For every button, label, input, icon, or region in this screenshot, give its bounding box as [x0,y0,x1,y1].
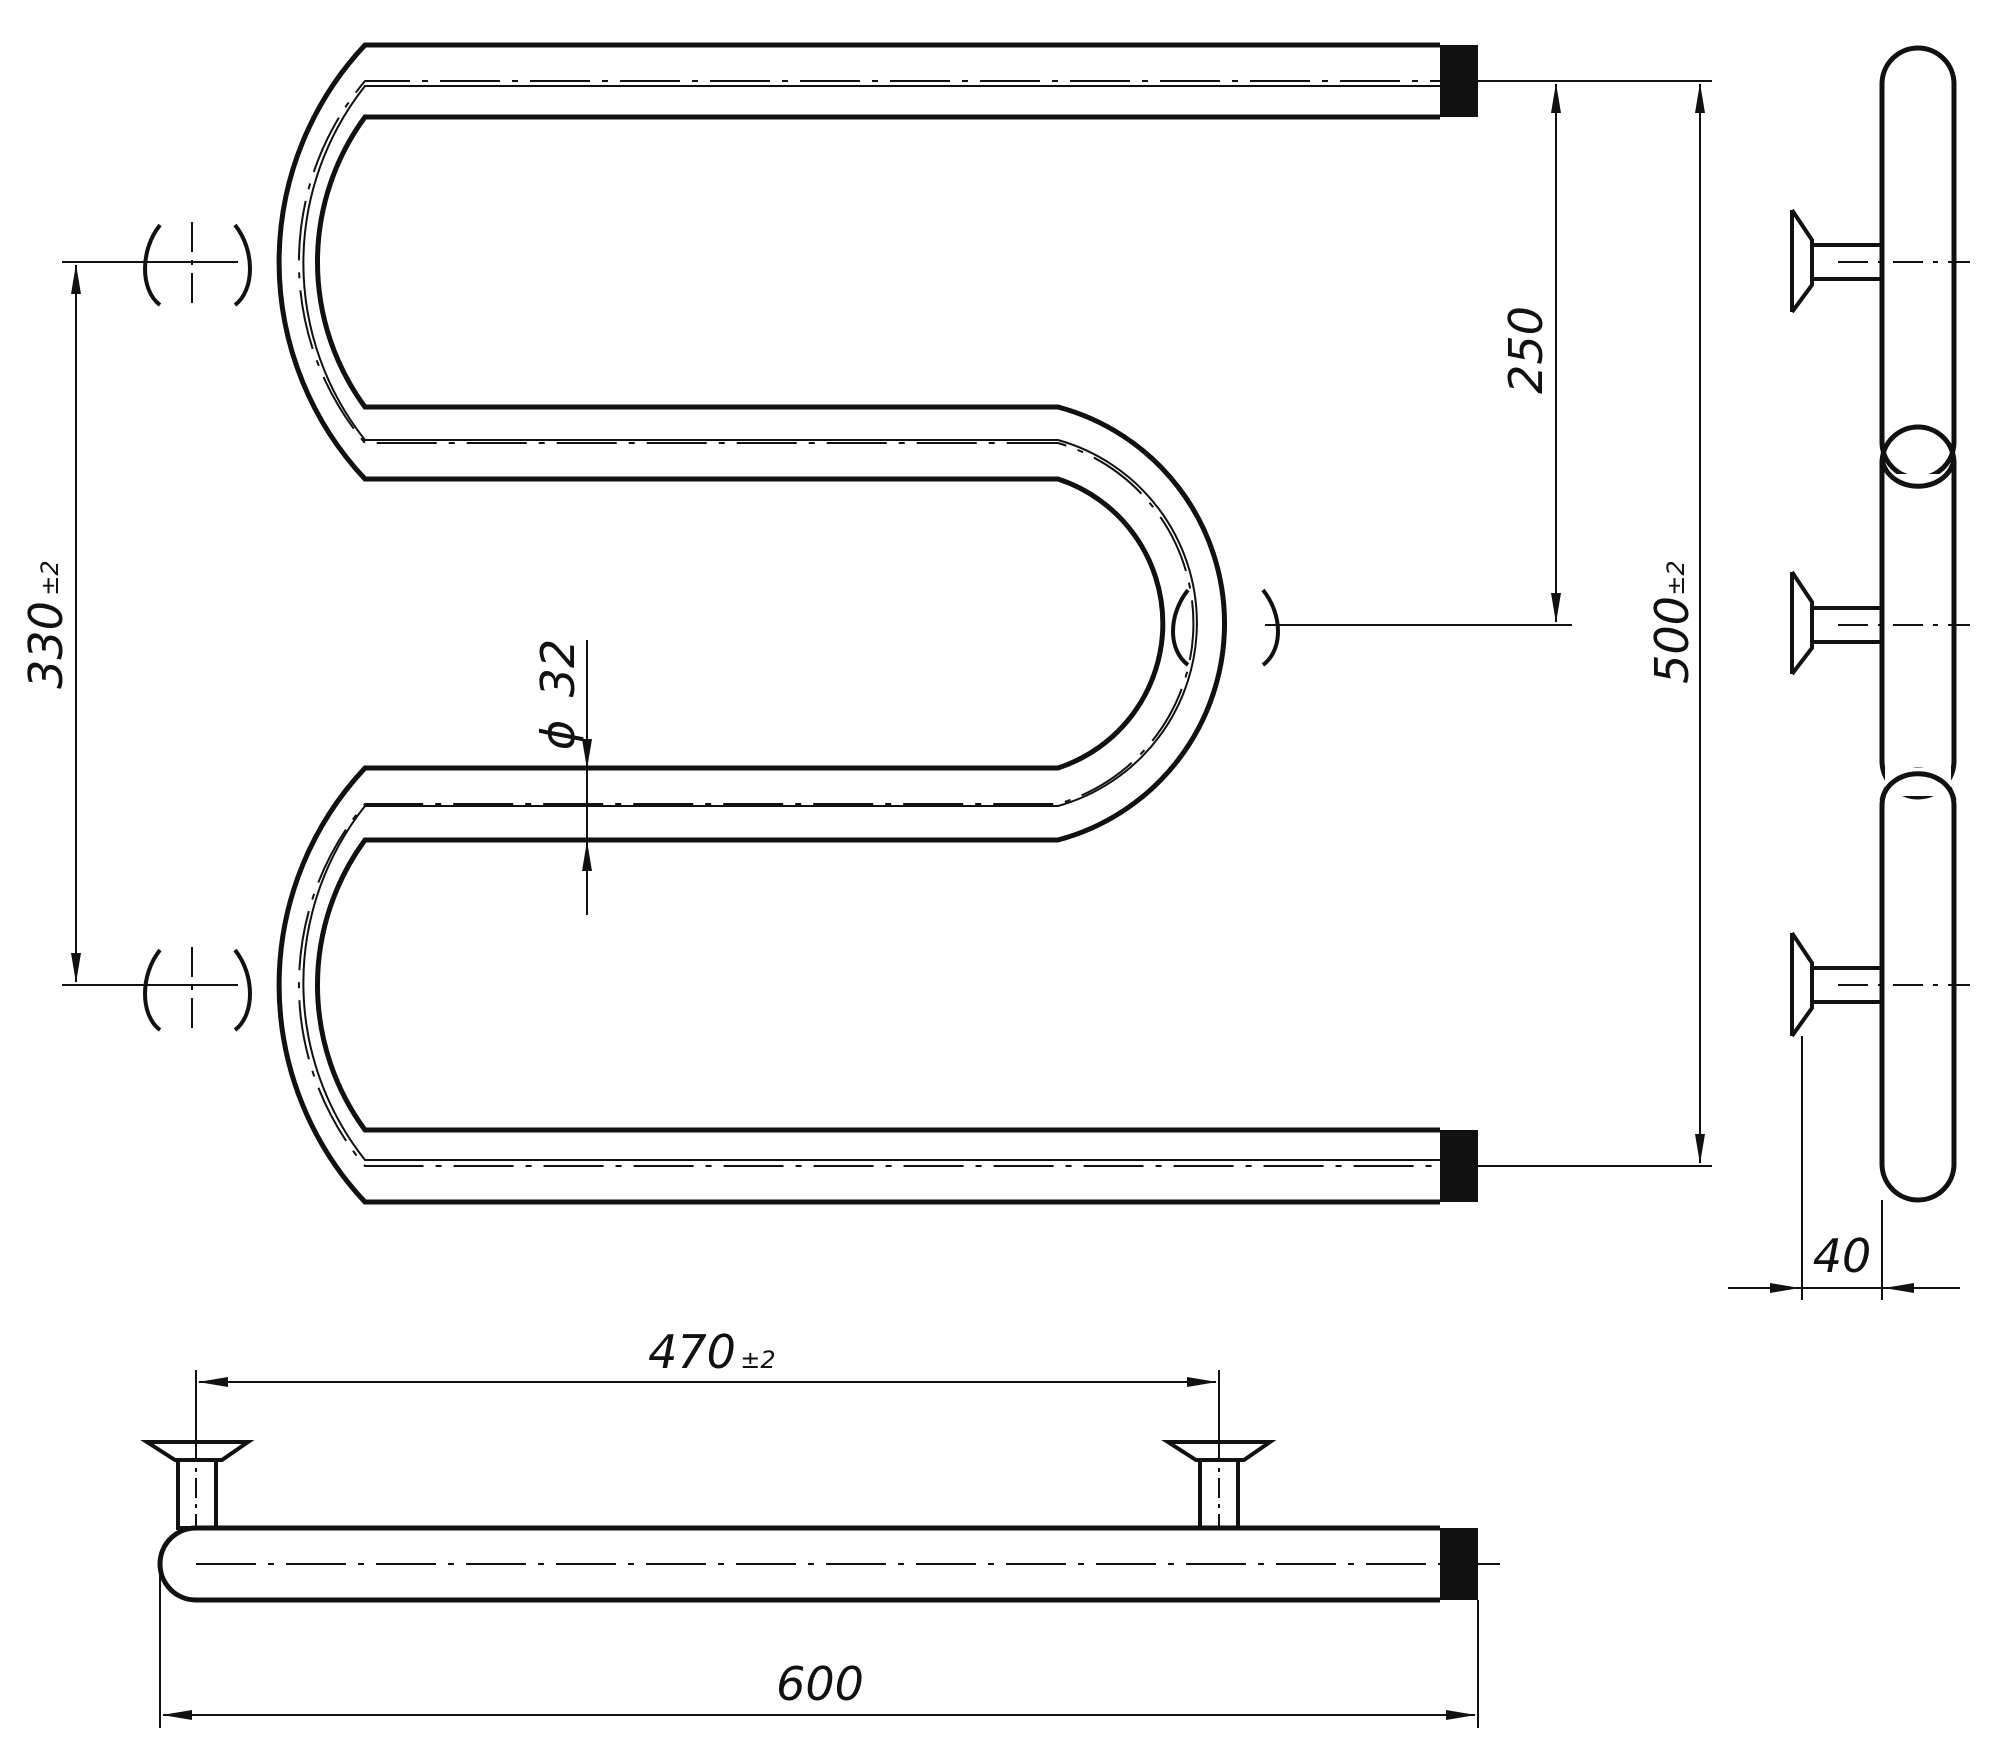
front-view [143,42,1490,1205]
side-bracket-middle [1790,570,1970,676]
dim-600-label: 600 [776,1657,864,1711]
side-view-dimension [1728,1036,1960,1300]
dim-250-label: 250 [1499,306,1553,394]
side-brackets [1790,208,1970,1038]
pipe-outline-outer [276,42,1440,1205]
side-bracket-bottom [1790,931,1970,1038]
dim-470-tolerance: ±2 [740,1346,775,1374]
mount-boss-middle-right [1171,588,1280,667]
dim-470-label: 470 [648,1325,736,1379]
thread-end-bottom [1440,1130,1478,1202]
mount-boss-upper-left [143,222,252,308]
top-view-dimensions [159,1370,1479,1728]
front-view-dimensions [62,80,1712,1167]
dim-500-tolerance: ±2 [1662,560,1690,595]
top-view [140,1440,1500,1603]
top-bracket-right [1161,1440,1277,1530]
top-bracket-left [140,1440,255,1530]
pipe-centerline [298,80,1490,1167]
dim-diameter-symbol: ϕ [531,720,585,750]
side-bracket-top [1790,208,1970,314]
pipe-inner-highlight [302,85,1440,1161]
dim-40-label: 40 [1813,1229,1872,1283]
dim-500-label: 500 [1645,596,1699,684]
top-tube-outline [157,1525,1440,1603]
mount-boss-lower-left [143,947,252,1033]
thread-end-top [1440,45,1478,117]
dim-330-tolerance: ±2 [36,560,64,595]
pipe-outline-inner [314,114,1440,1133]
dim-330-label: 330 [19,601,73,689]
top-thread-end [1440,1528,1478,1600]
dim-diameter-label: 32 [531,639,585,698]
